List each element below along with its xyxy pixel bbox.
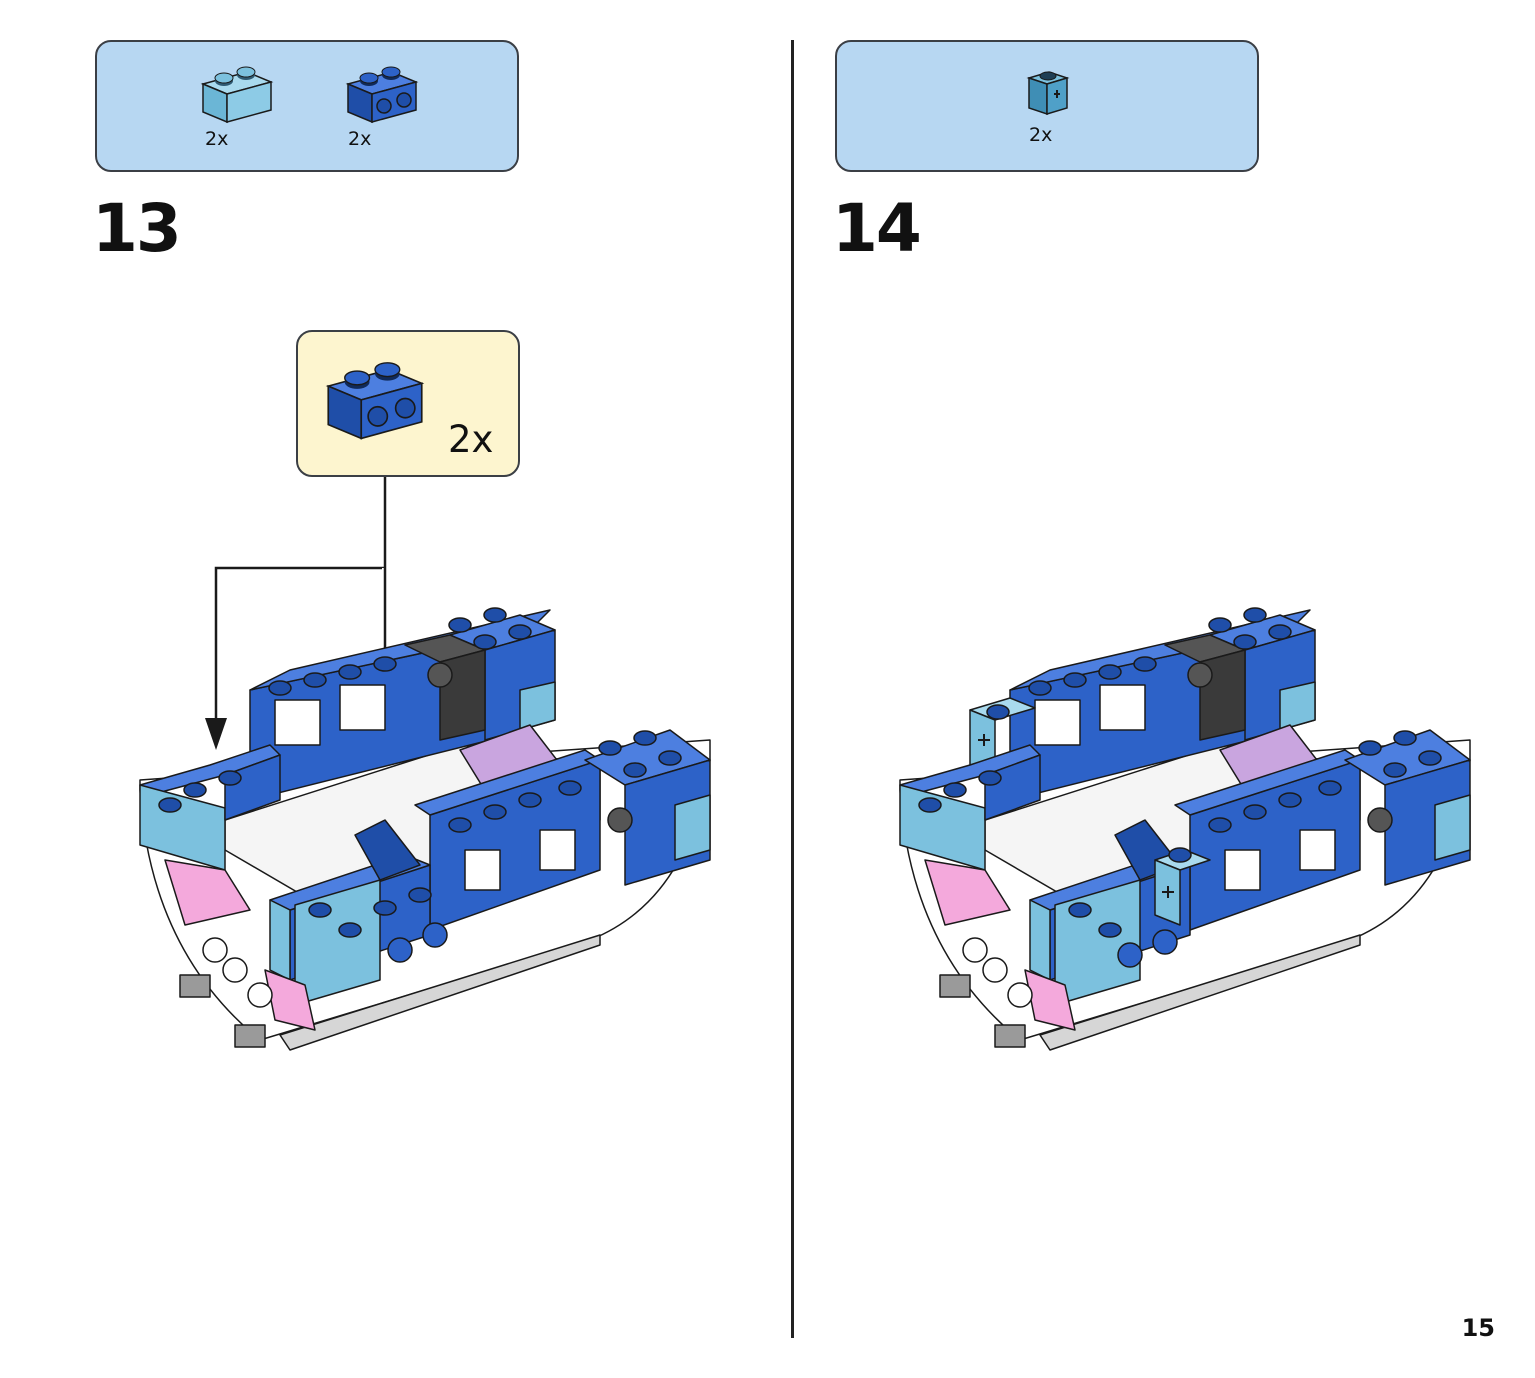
step-14-model-illustration — [899, 607, 1471, 1051]
step-13-model-illustration — [139, 607, 711, 1051]
light-blue-1x1-brick-with-axle-hole-icon — [1026, 71, 1070, 116]
part-light-blue-axle-brick: 2x — [1019, 64, 1079, 164]
step-number: 13 — [92, 190, 182, 267]
page-number: 15 — [1461, 1314, 1495, 1342]
blue-1x2-brick-with-side-studs-icon — [345, 66, 419, 124]
callout-qty: 2x — [448, 418, 494, 461]
step-number: 14 — [832, 190, 922, 267]
sub-assembly-callout: 2x — [296, 330, 520, 477]
part-qty: 2x — [205, 128, 229, 150]
part-qty: 2x — [348, 128, 372, 150]
step-divider — [791, 40, 794, 1338]
light-blue-1x2-brick-icon — [200, 66, 274, 124]
step-14-parts-box: 2x — [835, 40, 1259, 172]
blue-1x2-brick-with-side-studs-icon — [325, 362, 425, 440]
part-light-blue-brick: 2x — [197, 62, 277, 162]
part-qty: 2x — [1029, 124, 1053, 146]
part-blue-brick-side-studs: 2x — [342, 62, 422, 162]
step-13-parts-box: 2x 2x — [95, 40, 519, 172]
